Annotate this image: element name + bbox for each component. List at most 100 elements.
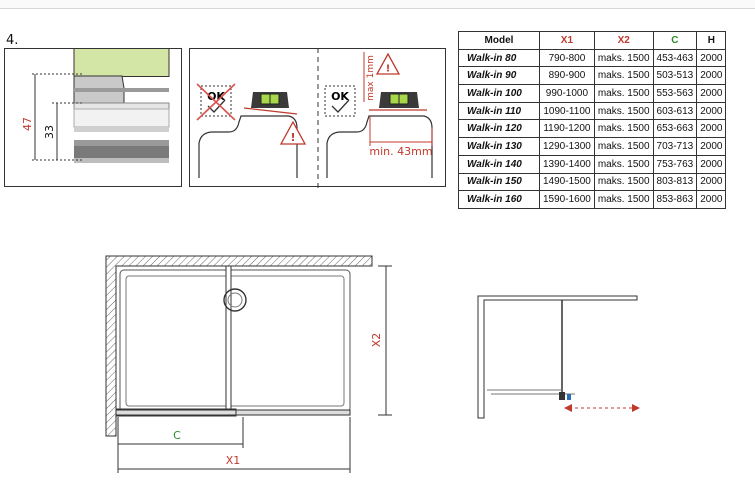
panel-frame xyxy=(115,408,237,417)
side-wall xyxy=(477,295,638,419)
side-bracket xyxy=(559,392,565,400)
cell-model: Walk-in 150 xyxy=(458,172,540,192)
spec-header-row: Model X1 X2 C H xyxy=(458,31,727,50)
cell-h: 2000 xyxy=(696,190,727,209)
col-x1: X1 xyxy=(539,31,595,50)
cell-h: 2000 xyxy=(696,101,727,121)
cell-c: 453-463 xyxy=(652,48,698,68)
profile-base xyxy=(74,146,169,158)
side-clip xyxy=(567,394,571,400)
profile-section-diagram: 47 33 xyxy=(4,48,182,187)
cell-x1: 890-900 xyxy=(539,66,595,86)
profile-band-2 xyxy=(73,102,170,110)
drain-inner-icon xyxy=(227,292,243,308)
spirit-level-right-icon xyxy=(379,92,419,108)
col-model: Model xyxy=(458,31,540,50)
wrong-surface xyxy=(198,115,298,178)
wrong-contact-line xyxy=(243,107,298,115)
cell-x2: maks. 1500 xyxy=(593,190,654,209)
cell-h: 2000 xyxy=(696,84,727,103)
slide-arrow-right-icon xyxy=(632,404,640,412)
min-width-label: min. 43mm xyxy=(369,145,432,158)
cell-model: Walk-in 90 xyxy=(458,66,540,86)
cell-h: 2000 xyxy=(696,137,727,156)
wall-hatch xyxy=(105,255,373,437)
cell-c: 803-813 xyxy=(652,172,698,192)
x2-label: X2 xyxy=(370,333,383,348)
side-view-diagram xyxy=(477,295,640,419)
ok-box-right xyxy=(324,85,356,117)
enclosure-plan-diagram: X2 C X1 xyxy=(105,255,392,473)
cell-c: 853-863 xyxy=(652,190,698,209)
cell-c: 503-513 xyxy=(652,66,698,86)
cell-x2: maks. 1500 xyxy=(593,119,654,139)
cell-x1: 1190-1200 xyxy=(539,119,595,139)
col-x2: X2 xyxy=(593,31,654,50)
glass-post xyxy=(225,265,232,413)
dim-33-label: 33 xyxy=(43,125,56,139)
cell-model: Walk-in 110 xyxy=(458,101,540,121)
cell-c: 753-763 xyxy=(652,154,698,174)
slide-arrow-left-icon xyxy=(564,404,572,412)
profile-glass xyxy=(73,108,170,128)
max-gap-label: max 1mm xyxy=(366,55,376,101)
warning-left-icon: ! xyxy=(279,120,307,145)
cell-model: Walk-in 140 xyxy=(458,154,540,174)
cell-x1: 1490-1500 xyxy=(539,172,595,192)
cell-model: Walk-in 130 xyxy=(458,137,540,156)
cell-x1: 1390-1400 xyxy=(539,154,595,174)
cell-h: 2000 xyxy=(696,48,727,68)
ok-left-label: OK xyxy=(207,90,225,103)
cell-x1: 1090-1100 xyxy=(539,101,595,121)
drain-icon xyxy=(223,288,247,312)
cell-x2: maks. 1500 xyxy=(593,101,654,121)
ok-right-label: OK xyxy=(331,90,349,103)
cell-x1: 1290-1300 xyxy=(539,137,595,156)
cell-x2: maks. 1500 xyxy=(593,172,654,192)
svg-text:!: ! xyxy=(386,64,391,75)
correct-surface xyxy=(326,115,433,178)
cell-c: 703-713 xyxy=(652,137,698,156)
cell-x1: 790-800 xyxy=(539,48,595,68)
glass-panel xyxy=(115,409,351,416)
svg-text:!: ! xyxy=(290,131,295,144)
c-label: C xyxy=(173,429,181,442)
profile-foot xyxy=(74,158,169,163)
cell-model: Walk-in 160 xyxy=(458,190,540,209)
cell-c: 553-563 xyxy=(652,84,698,103)
cell-model: Walk-in 120 xyxy=(458,119,540,139)
warning-right-icon: ! xyxy=(375,52,401,75)
cross-icon xyxy=(196,83,236,121)
dim-47-label: 47 xyxy=(21,117,34,131)
tray-inner xyxy=(125,275,345,407)
col-h: H xyxy=(696,31,727,50)
cell-h: 2000 xyxy=(696,66,727,86)
cell-x2: maks. 1500 xyxy=(593,84,654,103)
check-right-icon xyxy=(331,99,350,113)
cell-x2: maks. 1500 xyxy=(593,48,654,68)
profile-band-1 xyxy=(74,88,169,92)
level-requirement-diagram: OK ! OK max 1mm ! min. 43mm xyxy=(189,48,446,188)
cell-x2: maks. 1500 xyxy=(593,154,654,174)
cell-h: 2000 xyxy=(696,119,727,139)
x1-label: X1 xyxy=(226,454,241,467)
step-number: 4. xyxy=(6,33,19,48)
cell-h: 2000 xyxy=(696,172,727,192)
spirit-level-left-icon xyxy=(251,92,289,108)
profile-top-cap xyxy=(73,48,170,77)
cell-x2: maks. 1500 xyxy=(593,66,654,86)
top-rule xyxy=(0,0,755,9)
cell-x1: 1590-1600 xyxy=(539,190,595,209)
cell-x2: maks. 1500 xyxy=(593,137,654,156)
col-c: C xyxy=(652,31,698,50)
